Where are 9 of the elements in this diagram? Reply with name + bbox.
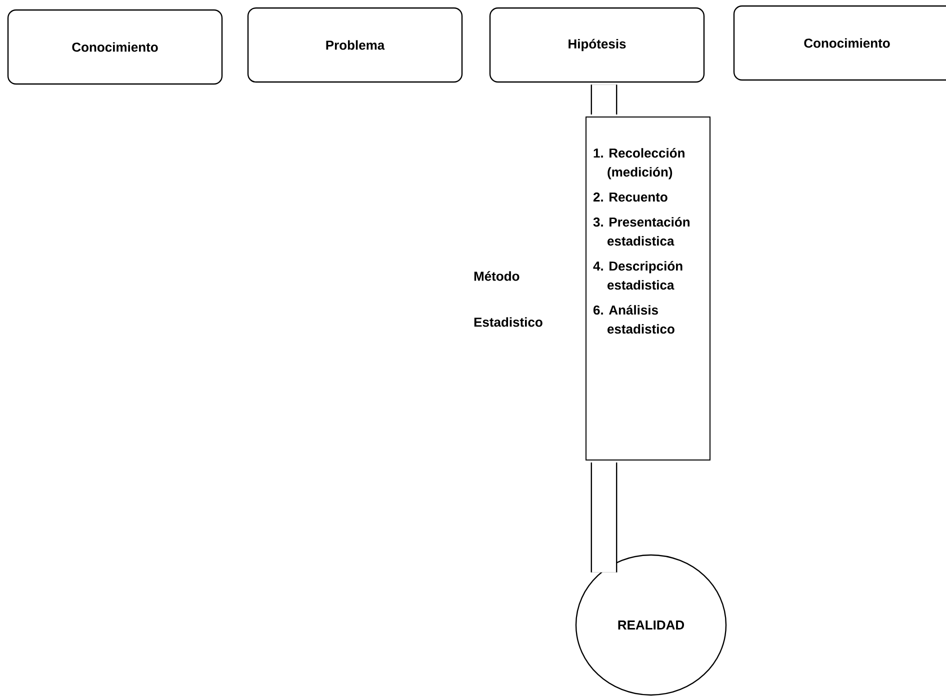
concept-box: Hipótesis (489, 7, 705, 83)
concept-box: Conocimiento (7, 9, 223, 85)
side-label: Estadistico (474, 317, 542, 327)
concept-box: Conocimiento (733, 5, 946, 81)
side-label: Método (474, 271, 520, 281)
double-line-connector (590, 84, 618, 114)
concept-box: Problema (247, 7, 463, 83)
double-line-connector (590, 462, 618, 572)
step-list-box: 1. Recolección (medición) 2. Recuento 3. Presentación estadistica 4. Descripción estadistica 6. Análisis estadistico (586, 116, 710, 460)
